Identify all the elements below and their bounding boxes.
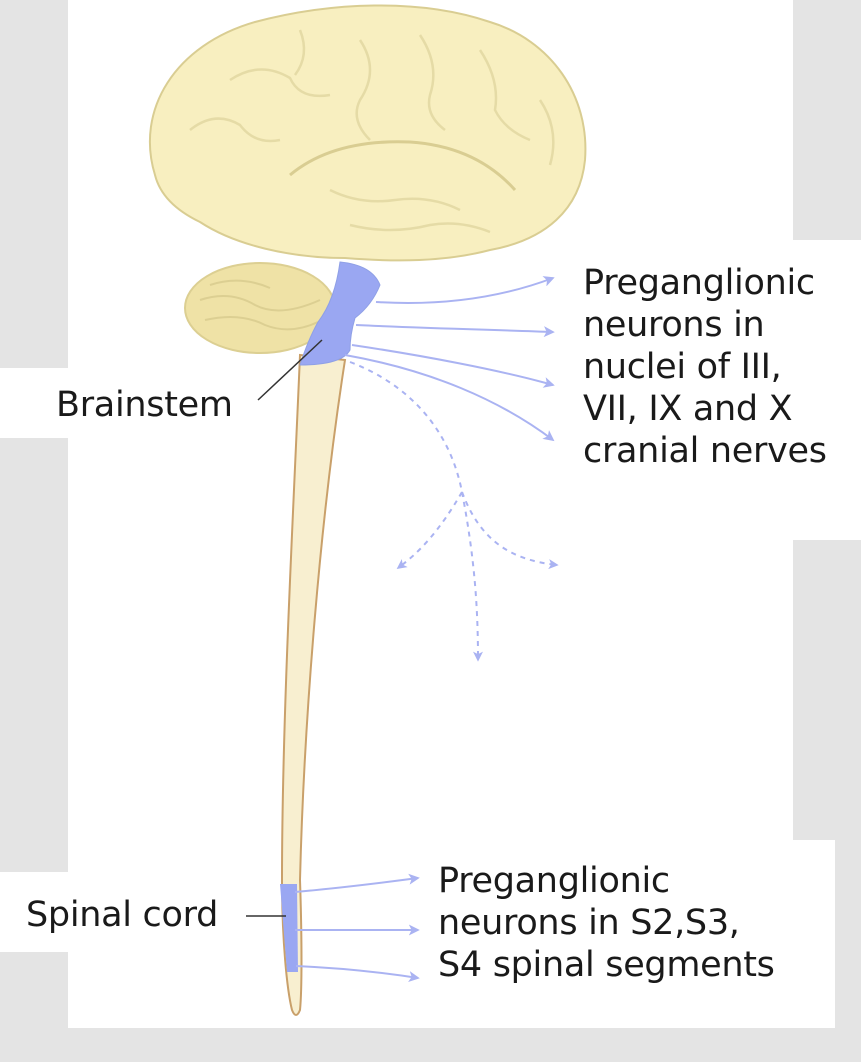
panel-brainstem-label [0,368,70,438]
brain-illustration [148,4,587,262]
cranial-callout-line: Preganglionic [583,263,815,303]
sacral-segment-highlight [280,884,298,972]
sacral-callout-line: neurons in S2,S3, [438,903,740,943]
panel-sacral-callout [420,840,835,1028]
dashed-arrow-icon [396,491,463,569]
brainstem-highlight [299,261,381,366]
cranial-callout: Preganglionic neurons in nuclei of III, … [583,262,827,472]
brainstem-leader-line [257,339,323,401]
arrow-icon [344,354,555,442]
sacral-callout-line: S4 spinal segments [438,945,775,985]
panel-cranial-callout [570,240,861,540]
sacral-nerve-arrows [294,873,420,983]
panel-spinal-label [0,872,70,952]
cranial-callout-line: nuclei of III, [583,347,782,387]
sacral-callout-line: Preganglionic [438,861,670,901]
arrow-icon [295,965,420,983]
cranial-nerve-arrows [344,276,555,442]
sacral-callout: Preganglionic neurons in S2,S3, S4 spina… [438,860,775,986]
cranial-callout-line: VII, IX and X [583,389,793,429]
cranial-callout-line: neurons in [583,305,765,345]
spinal-cord-illustration [280,353,347,1016]
arrow-icon [351,344,555,388]
arrow-icon [355,324,555,338]
dashed-arrow-icon [461,491,483,662]
dashed-arrows [349,361,559,662]
arrow-icon [375,276,555,304]
dashed-arrow-icon [461,491,559,570]
spinal-cord-label: Spinal cord [26,895,218,935]
arrow-icon [294,873,420,893]
cranial-callout-line: cranial nerves [583,431,827,471]
brainstem-label: Brainstem [56,385,233,425]
